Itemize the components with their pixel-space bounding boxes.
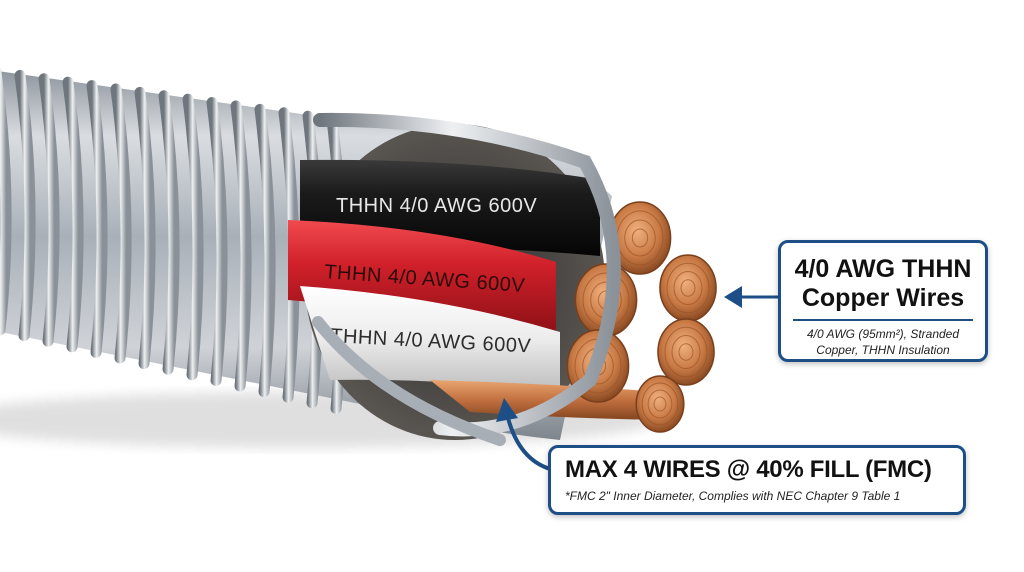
copper-strand-end: [657, 318, 715, 386]
black-wire-print: THHN 4/0 AWG 600V: [336, 195, 537, 217]
copper-callout-detail-line2: Copper, THHN Insulation: [816, 343, 950, 357]
conduit-rib: [182, 93, 204, 381]
copper-strand-end: [659, 254, 717, 322]
copper-callout-arrow: [724, 286, 778, 308]
copper-strand-end: [635, 375, 685, 433]
conduit-rib: [230, 100, 252, 392]
copper-callout-title-line2: Copper Wires: [801, 284, 965, 312]
copper-callout-detail-line1: 4/0 AWG (95mm²), Stranded: [806, 327, 960, 341]
conduit-cut-rim-lower: [312, 316, 506, 446]
conduit-rib: [62, 76, 84, 353]
fill-limit-callout: MAX 4 WIRES @ 40% FILL (FMC) *FMC 2" Inn…: [548, 445, 966, 515]
conduit-rib: [86, 80, 108, 358]
conduit-rib: [110, 83, 132, 364]
fill-callout-title: MAX 4 WIRES @ 40% FILL (FMC): [565, 456, 932, 483]
fill-callout-detail: *FMC 2" Inner Diameter, Complies with NE…: [565, 489, 901, 503]
conduit-rib: [38, 73, 60, 347]
conduit-rib: [158, 90, 180, 375]
conduit-rib: [0, 68, 12, 336]
conduit-rib: [134, 86, 156, 370]
conduit-ribs: [0, 68, 348, 414]
conduit-cut-rim: [313, 112, 621, 437]
copper-callout-divider: [793, 319, 973, 321]
conduit-rib: [14, 69, 36, 342]
conduit-rib: [206, 97, 228, 386]
copper-callout-title-line1: 4/0 AWG THHN: [794, 255, 972, 283]
copper-wires-callout: 4/0 AWG THHN Copper Wires 4/0 AWG (95mm²…: [778, 240, 988, 362]
fill-callout-arrow: [496, 398, 555, 472]
conduit-rib: [254, 103, 276, 398]
copper-strand-end: [608, 201, 672, 275]
